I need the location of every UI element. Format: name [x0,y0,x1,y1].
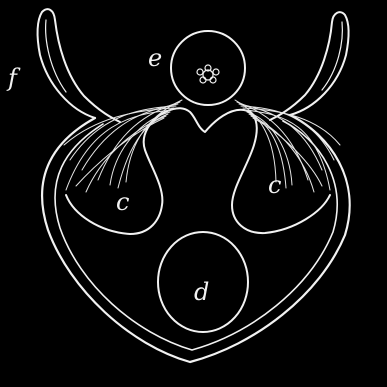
inner-body-outline [55,121,337,350]
label-f: f [6,64,21,92]
label-c-right: c [268,171,281,199]
label-c-left: c [116,188,129,216]
outer-body-outline [42,115,350,362]
rosette-mark [197,65,219,83]
left-fiber-fan [64,100,182,192]
right-fiber-fan [235,100,340,192]
label-e: e [148,44,162,72]
label-d: d [194,278,209,306]
left-appendage-f [38,9,120,122]
right-appendage [270,12,349,120]
top-circle-e [171,31,245,105]
